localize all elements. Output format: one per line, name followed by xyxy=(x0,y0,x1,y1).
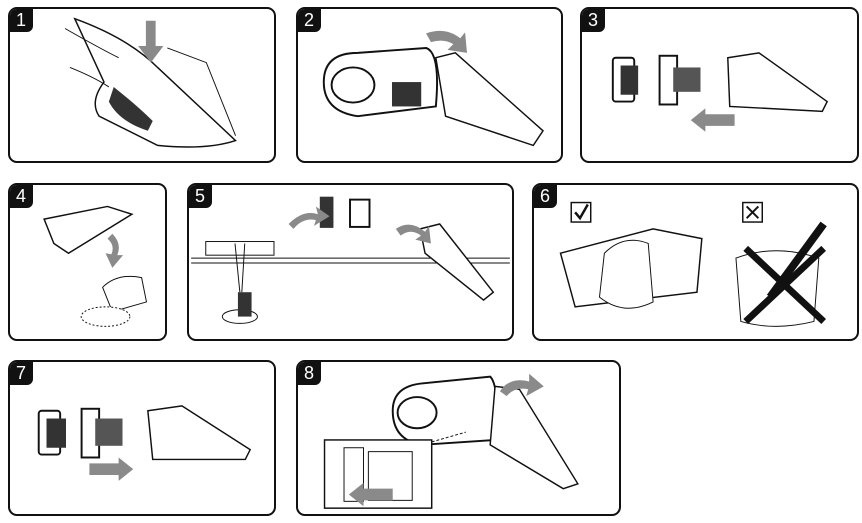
left-arrow-icon xyxy=(348,482,393,507)
empty-dust-illustration xyxy=(43,205,148,327)
step-5-panel: 5 xyxy=(187,183,514,341)
step-8-panel: 8 xyxy=(296,360,621,516)
reassemble-filters-illustration xyxy=(37,405,252,481)
step-4-panel: 4 xyxy=(8,183,167,341)
step-6-panel: 6 xyxy=(532,183,859,341)
down-arrow-icon xyxy=(105,233,124,268)
step-number: 7 xyxy=(10,362,33,385)
step-number: 2 xyxy=(298,9,321,32)
step-number: 1 xyxy=(10,9,33,32)
rotate-arrow-icon xyxy=(499,373,544,397)
rinse-filters-illustration xyxy=(191,196,510,324)
step-7-panel: 7 xyxy=(8,360,276,516)
wipe-not-immerse-illustration xyxy=(559,201,827,327)
reattach-container-illustration xyxy=(323,373,579,509)
left-arrow-icon xyxy=(690,108,735,132)
step-number: 6 xyxy=(534,185,557,208)
step-number: 8 xyxy=(298,362,321,385)
step-number: 4 xyxy=(10,185,33,208)
right-arrow-icon xyxy=(89,457,134,481)
step-number: 5 xyxy=(189,185,212,208)
hand-press-release-illustration xyxy=(64,17,237,148)
rotate-arrow-icon xyxy=(426,30,468,53)
step-1-panel: 1 xyxy=(8,7,276,163)
step-number: 3 xyxy=(582,9,605,32)
step-2-panel: 2 xyxy=(296,7,563,163)
detach-container-illustration xyxy=(322,30,544,147)
press-arrow-icon xyxy=(138,20,164,63)
remove-filters-illustration xyxy=(611,52,829,132)
prohibited-cross-icon xyxy=(743,245,827,324)
step-3-panel: 3 xyxy=(580,7,859,163)
left-arrow-icon xyxy=(288,206,330,229)
curve-arrow-icon xyxy=(395,224,431,244)
